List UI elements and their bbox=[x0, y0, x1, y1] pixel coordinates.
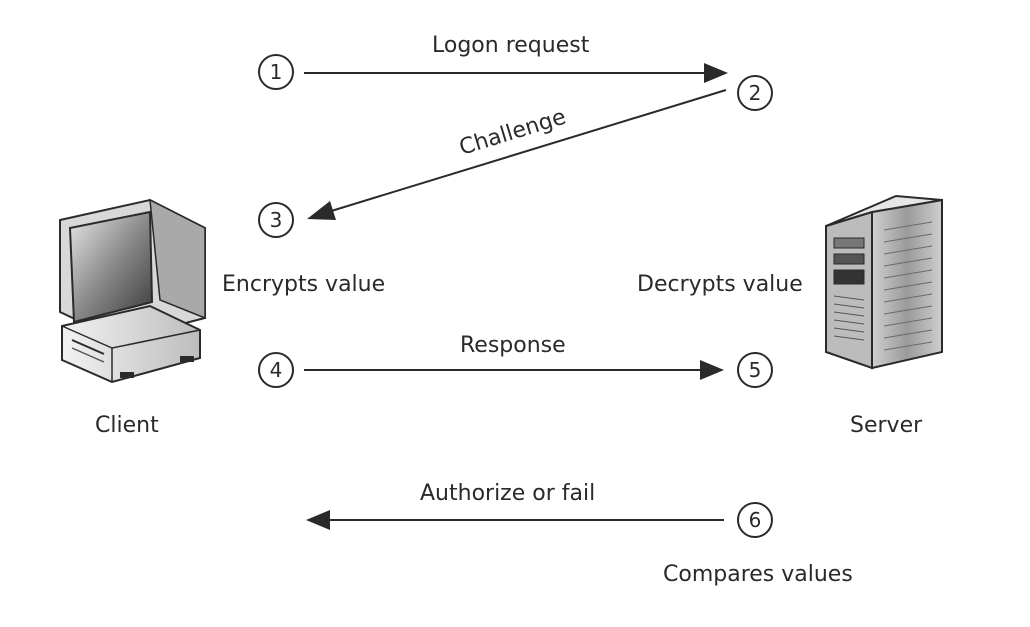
server-tower-icon bbox=[825, 194, 943, 370]
message-authorize-or-fail: Authorize or fail bbox=[420, 481, 595, 506]
step-3-number: 3 bbox=[270, 208, 283, 232]
step-4: 4 bbox=[258, 352, 294, 388]
note-compares-values: Compares values bbox=[663, 562, 853, 587]
client-label: Client bbox=[95, 413, 159, 438]
note-encrypts-value: Encrypts value bbox=[222, 272, 385, 297]
message-response: Response bbox=[460, 333, 566, 358]
step-2-number: 2 bbox=[749, 81, 762, 105]
desktop-computer-icon bbox=[59, 198, 206, 384]
step-6: 6 bbox=[737, 502, 773, 538]
step-5-number: 5 bbox=[749, 358, 762, 382]
step-5: 5 bbox=[737, 352, 773, 388]
message-logon-request: Logon request bbox=[432, 33, 590, 58]
arrow-authorize-or-fail bbox=[306, 510, 724, 530]
step-6-number: 6 bbox=[749, 508, 762, 532]
step-4-number: 4 bbox=[270, 358, 283, 382]
arrow-logon-request bbox=[304, 63, 728, 83]
arrow-response bbox=[304, 360, 724, 380]
step-2: 2 bbox=[737, 75, 773, 111]
step-1: 1 bbox=[258, 54, 294, 90]
note-decrypts-value: Decrypts value bbox=[637, 272, 803, 297]
step-1-number: 1 bbox=[270, 60, 283, 84]
arrow-challenge bbox=[307, 89, 727, 220]
message-challenge: Challenge bbox=[456, 105, 569, 161]
server-label: Server bbox=[850, 413, 923, 438]
step-3: 3 bbox=[258, 202, 294, 238]
